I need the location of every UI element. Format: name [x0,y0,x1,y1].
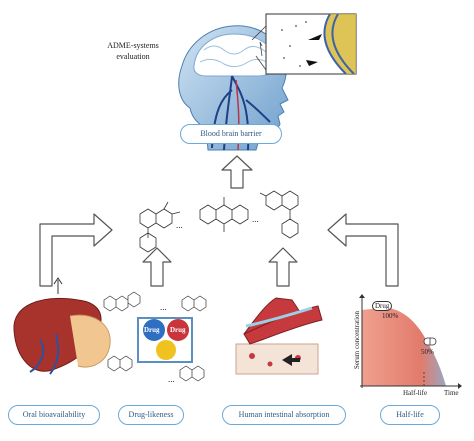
arrow-up-druglikeness [142,247,172,287]
arrow-up-bbb [221,155,253,189]
label-blood-brain-barrier: Blood brain barrier [180,124,282,144]
head-illustration [178,25,289,151]
liver-illustration [13,277,111,375]
ellipsis-3: ... [160,302,167,312]
drug-capsule-label-b: Drug [170,326,186,334]
arrows [39,155,399,287]
arrow-corner-oral [39,213,113,287]
arrow-corner-halflife [327,213,399,287]
concentration-curve [362,307,446,386]
ellipsis-4: ... [168,374,175,384]
chart-x-marker: Half-life [403,389,428,397]
molecule-structures [139,190,299,253]
heading-line2: evaluation [116,52,150,61]
label-human-intestinal-absorption: Human intestinal absorption [222,405,346,425]
intestine-illustration [235,297,323,375]
chart-drug-tag: Drug [372,301,393,311]
ellipsis-2: ... [252,214,259,224]
drug-capsule-label-a: Drug [144,326,160,334]
diagram-heading: ADME-systems evaluation [78,40,188,62]
druglikeness-illustration [103,291,207,382]
heading-line1: ADME-systems [107,41,159,50]
chart-y-label: Serum concentration [353,310,361,370]
label-oral-bioavailability: Oral bioavailability [8,405,100,425]
ellipsis-1: ... [176,220,183,230]
chart-mid-label: 50% [421,348,434,356]
label-drug-likeness: Drug-likeness [118,405,184,425]
bbb-zoom-callout [251,13,357,75]
label-half-life: Half-life [380,405,440,425]
chart-x-label: Time [444,389,459,397]
arrow-up-hia [268,247,298,287]
chart-top-label: 100% [382,312,399,320]
halflife-chart [359,294,462,389]
